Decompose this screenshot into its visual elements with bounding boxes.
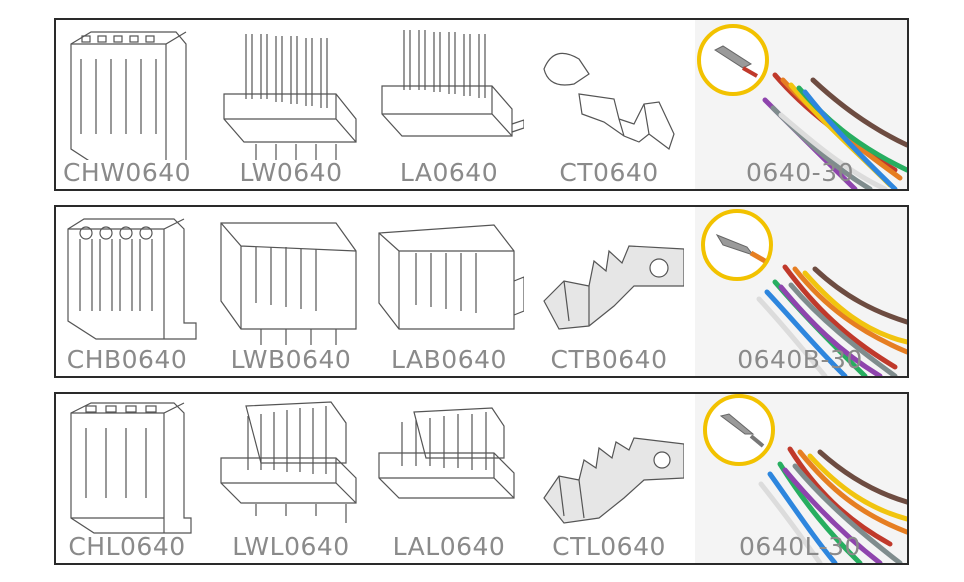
part-label: LAB0640 bbox=[391, 345, 507, 374]
wire-harness-photo bbox=[695, 20, 907, 189]
terminal-drawing bbox=[534, 398, 684, 534]
wafer-drawing bbox=[216, 24, 366, 160]
wire-harness-product[interactable]: 0640B-30 bbox=[693, 207, 907, 376]
part-label: LWB0640 bbox=[230, 345, 352, 374]
wafer-product[interactable]: LW0640 bbox=[216, 20, 366, 189]
part-label: CHL0640 bbox=[68, 532, 186, 561]
terminal-drawing bbox=[534, 211, 684, 347]
product-row-2: CHB0640 LWB0640 LAB0640 bbox=[54, 205, 909, 378]
part-label: CTL0640 bbox=[552, 532, 666, 561]
terminal-drawing bbox=[534, 24, 684, 160]
wire-harness-product[interactable]: 0640L-30 bbox=[693, 394, 907, 563]
part-label: LWL0640 bbox=[232, 532, 350, 561]
product-row-1: CHW0640 LW0640 LA0640 bbox=[54, 18, 909, 191]
wire-harness-photo bbox=[695, 394, 907, 563]
housing-product[interactable]: CHL0640 bbox=[56, 394, 198, 563]
terminal-product[interactable]: CTL0640 bbox=[534, 394, 684, 563]
angle-wafer-drawing bbox=[374, 398, 524, 534]
terminal-product[interactable]: CTB0640 bbox=[534, 207, 684, 376]
part-label: 0640B-30 bbox=[737, 345, 863, 374]
part-label: LAL0640 bbox=[392, 532, 506, 561]
housing-drawing bbox=[56, 211, 198, 347]
wafer-drawing bbox=[216, 398, 366, 534]
terminal-product[interactable]: CT0640 bbox=[534, 20, 684, 189]
angle-wafer-product[interactable]: LA0640 bbox=[374, 20, 524, 189]
wafer-drawing bbox=[216, 211, 366, 347]
product-row-3: CHL0640 LWL0640 LAL0640 bbox=[54, 392, 909, 565]
angle-wafer-drawing bbox=[374, 211, 524, 347]
part-label: LA0640 bbox=[399, 158, 499, 187]
wire-harness-product[interactable]: 0640-30 bbox=[693, 20, 907, 189]
housing-drawing bbox=[56, 398, 198, 534]
wire-harness-photo bbox=[695, 207, 907, 376]
wafer-product[interactable]: LWB0640 bbox=[216, 207, 366, 376]
part-label: LW0640 bbox=[239, 158, 343, 187]
wafer-product[interactable]: LWL0640 bbox=[216, 394, 366, 563]
angle-wafer-product[interactable]: LAL0640 bbox=[374, 394, 524, 563]
angle-wafer-drawing bbox=[374, 24, 524, 160]
part-label: 0640-30 bbox=[746, 158, 854, 187]
housing-product[interactable]: CHW0640 bbox=[56, 20, 198, 189]
housing-product[interactable]: CHB0640 bbox=[56, 207, 198, 376]
housing-drawing bbox=[56, 24, 198, 160]
part-label: CHW0640 bbox=[62, 158, 192, 187]
part-label: CTB0640 bbox=[550, 345, 668, 374]
angle-wafer-product[interactable]: LAB0640 bbox=[374, 207, 524, 376]
part-label: CT0640 bbox=[559, 158, 659, 187]
part-label: CHB0640 bbox=[66, 345, 188, 374]
part-label: 0640L-30 bbox=[739, 532, 861, 561]
